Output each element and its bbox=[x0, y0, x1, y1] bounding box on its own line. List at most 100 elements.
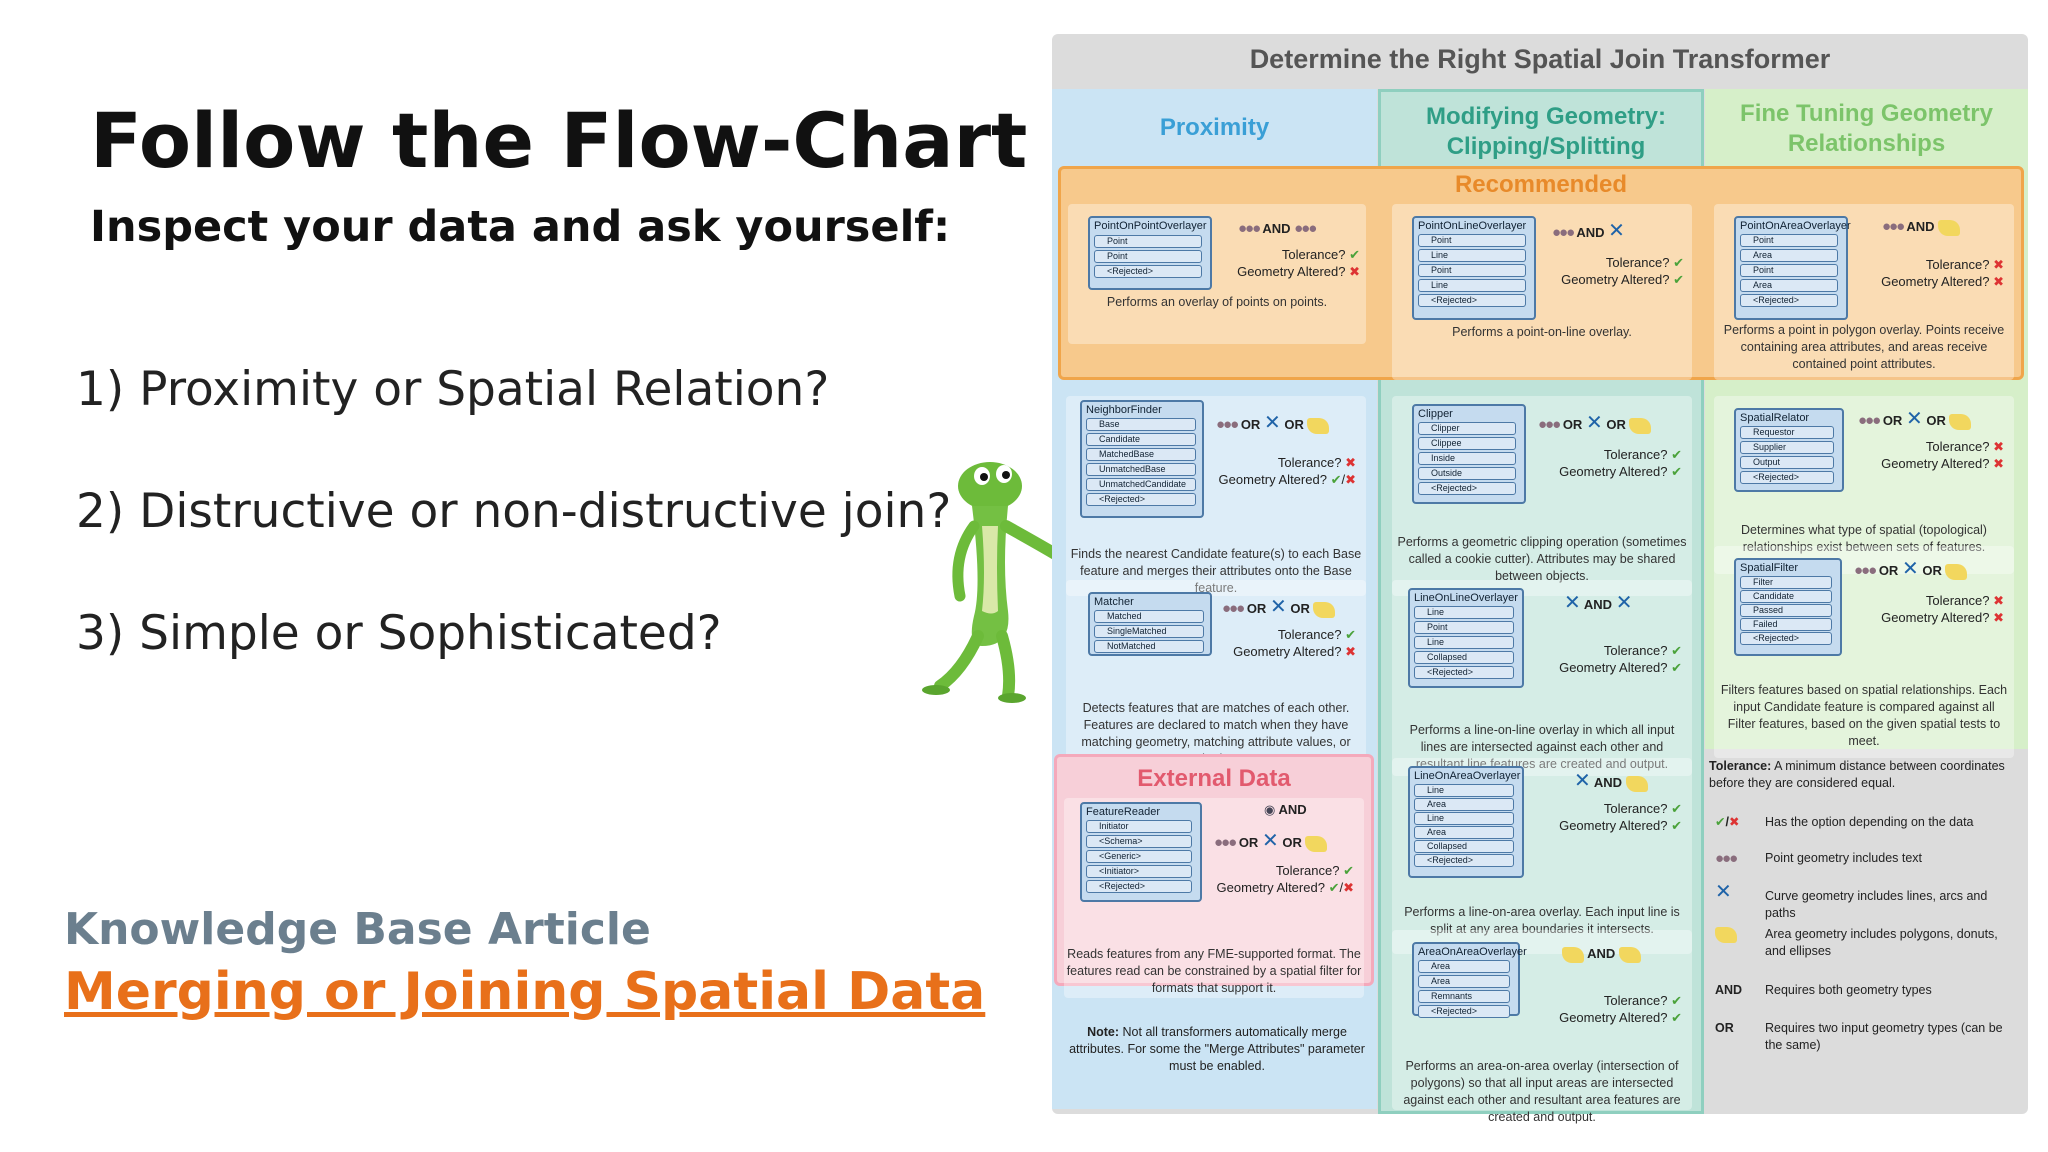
transformer-name: Matcher bbox=[1094, 596, 1134, 608]
transformer-clipper[interactable]: Clipper Clipper Clippee Inside Outside <… bbox=[1412, 404, 1526, 504]
transformer-pointonareaoverlayer[interactable]: PointOnAreaOverlayer Point Area Point Ar… bbox=[1734, 216, 1851, 320]
curve-geometry-icon: ✕ bbox=[1905, 408, 1923, 430]
check-icon: ✔ bbox=[1330, 472, 1342, 487]
check-icon: ✔ bbox=[1349, 247, 1360, 262]
transformer-spatialfilter[interactable]: SpatialFilter Filter Candidate Passed Fa… bbox=[1734, 558, 1842, 656]
point-geometry-icon: ●●● bbox=[1222, 600, 1245, 617]
question-1: 1) Proximity or Spatial Relation? bbox=[76, 362, 830, 417]
port: <Rejected> bbox=[1418, 294, 1526, 307]
port: MatchedBase bbox=[1086, 448, 1196, 461]
tolerance-row: Tolerance? ✔Geometry Altered? ✔ bbox=[1561, 255, 1684, 287]
logic-row: ●●● OR ✕ OR bbox=[1216, 410, 1330, 435]
cross-icon: ✖ bbox=[1345, 455, 1356, 470]
port: Point bbox=[1418, 264, 1526, 277]
kb-article-link[interactable]: Merging or Joining Spatial Data bbox=[64, 962, 986, 1022]
area-geometry-icon bbox=[1945, 563, 1968, 580]
area-geometry-icon bbox=[1305, 835, 1328, 852]
area-geometry-icon bbox=[1715, 926, 1737, 943]
port: Line bbox=[1414, 636, 1514, 649]
transformer-spatialrelator[interactable]: SpatialRelator Requestor Supplier Output… bbox=[1734, 408, 1844, 492]
port: Filter bbox=[1740, 576, 1832, 589]
logic-row: ●●● OR ✕ OR bbox=[1854, 556, 1968, 581]
transformer-featurereader[interactable]: FeatureReader Initiator <Schema> <Generi… bbox=[1080, 802, 1202, 902]
transformer-description: Reads features from any FME-supported fo… bbox=[1066, 947, 1362, 995]
cross-icon: ✖ bbox=[1993, 456, 2004, 471]
transformer-name: SpatialRelator bbox=[1740, 412, 1810, 424]
tolerance-row: Tolerance? ✖Geometry Altered? ✖ bbox=[1881, 593, 2004, 625]
port: Supplier bbox=[1740, 441, 1834, 454]
transformer-description: Performs a line-on-area overlay. Each in… bbox=[1404, 905, 1680, 936]
logic-row: ●●● OR ✕ OR bbox=[1538, 410, 1652, 435]
transformer-pointonlineoverlayer[interactable]: PointOnLineOverlayer Point Line Point Li… bbox=[1412, 216, 1536, 320]
logic-row: ●●● OR ✕ OR bbox=[1214, 828, 1328, 853]
port: Clipper bbox=[1418, 422, 1516, 435]
transformer-matcher[interactable]: Matcher Matched SingleMatched NotMatched bbox=[1088, 592, 1212, 656]
transformer-card-neighborfinder: NeighborFinder Base Candidate MatchedBas… bbox=[1066, 396, 1366, 596]
transformer-card-pointonpoint: PointOnPointOverlayer Point Point <Rejec… bbox=[1068, 204, 1366, 344]
port: Failed bbox=[1740, 618, 1832, 631]
port: Point bbox=[1740, 234, 1838, 247]
tolerance-row: Tolerance? ✖Geometry Altered? ✖ bbox=[1881, 257, 2004, 289]
transformer-pointonpointoverlayer[interactable]: PointOnPointOverlayer Point Point <Rejec… bbox=[1088, 216, 1212, 290]
transformer-neighborfinder[interactable]: NeighborFinder Base Candidate MatchedBas… bbox=[1080, 400, 1204, 518]
curve-geometry-icon: ✕ bbox=[1608, 220, 1625, 242]
column-modifying-header: Modifying Geometry: Clipping/Splitting bbox=[1425, 103, 1666, 160]
cross-icon: ✖ bbox=[1993, 593, 2004, 608]
curve-geometry-icon: ✕ bbox=[1585, 412, 1603, 434]
logic-row-and: ◉ AND bbox=[1264, 802, 1307, 817]
logic-row: ✕ AND bbox=[1574, 768, 1648, 793]
logic-operator: AND bbox=[1262, 221, 1291, 236]
port: Clippee bbox=[1418, 437, 1516, 450]
transformer-card-spatialrelator: SpatialRelator Requestor Supplier Output… bbox=[1714, 396, 2014, 574]
cross-icon: ✖ bbox=[1345, 472, 1356, 487]
point-geometry-icon: ●●● bbox=[1294, 220, 1317, 237]
transformer-card-spatialfilter: SpatialFilter Filter Candidate Passed Fa… bbox=[1714, 546, 2014, 758]
port: UnmatchedCandidate bbox=[1086, 478, 1196, 491]
cross-icon: ✖ bbox=[1345, 644, 1356, 659]
legend-tolerance: Tolerance: A minimum distance between co… bbox=[1709, 759, 2005, 790]
check-icon: ✔ bbox=[1328, 880, 1340, 895]
logic-row: ✕ AND ✕ bbox=[1564, 592, 1633, 614]
transformer-areaonareaoverlayer[interactable]: AreaOnAreaOverlayer Area Area Remnants <… bbox=[1412, 942, 1527, 1018]
tolerance-row: Tolerance? ✔Geometry Altered? ✔/✖ bbox=[1216, 863, 1354, 895]
recommended-band: Recommended bbox=[1058, 166, 2024, 380]
logic-row: ●●● AND ●●● bbox=[1238, 220, 1317, 237]
port: Collapsed bbox=[1414, 840, 1514, 853]
note-text: Note: Not all transformers automatically… bbox=[1069, 1025, 1365, 1073]
cross-icon: ✖ bbox=[1343, 880, 1354, 895]
question-2: 2) Distructive or non-distructive join? bbox=[76, 484, 952, 539]
port: <Schema> bbox=[1086, 835, 1192, 848]
transformer-lineonlineoverlayer[interactable]: LineOnLineOverlayer Line Point Line Coll… bbox=[1408, 588, 1524, 688]
port: Line bbox=[1418, 249, 1526, 262]
port: <Rejected> bbox=[1740, 471, 1834, 484]
port: Requestor bbox=[1740, 426, 1834, 439]
port: SingleMatched bbox=[1094, 625, 1204, 638]
curve-geometry-icon: ✕ bbox=[1574, 770, 1591, 792]
transformer-card-clipper: Clipper Clipper Clippee Inside Outside <… bbox=[1392, 396, 1692, 596]
cross-icon: ✖ bbox=[1993, 274, 2004, 289]
port: Area bbox=[1418, 975, 1510, 988]
transformer-name: LineOnLineOverlayer bbox=[1414, 592, 1518, 604]
port: Output bbox=[1740, 456, 1834, 469]
port: Passed bbox=[1740, 604, 1832, 617]
tolerance-row: Tolerance? ✔Geometry Altered? ✔ bbox=[1559, 447, 1682, 479]
point-geometry-icon: ●●● bbox=[1238, 220, 1261, 237]
port: Area bbox=[1414, 798, 1514, 811]
transformer-card-areaonarea: AreaOnAreaOverlayer Area Area Remnants <… bbox=[1392, 930, 1692, 1124]
logic-row: ●●● AND bbox=[1882, 218, 1961, 236]
cross-icon: ✖ bbox=[1349, 264, 1360, 279]
cross-icon: ✖ bbox=[1993, 257, 2004, 272]
port: <Rejected> bbox=[1094, 265, 1202, 278]
curve-geometry-icon: ✕ bbox=[1901, 558, 1919, 580]
transformer-name: NeighborFinder bbox=[1086, 404, 1162, 416]
transformer-lineonareaoverlayer[interactable]: LineOnAreaOverlayer Line Area Line Area … bbox=[1408, 766, 1524, 878]
check-icon: ✔ bbox=[1673, 272, 1684, 287]
tolerance-row: Tolerance? ✔Geometry Altered? ✖ bbox=[1233, 627, 1356, 659]
check-icon: ✔ bbox=[1673, 255, 1684, 270]
logic-row: ●●● OR ✕ OR bbox=[1858, 406, 1972, 431]
port: Base bbox=[1086, 418, 1196, 431]
transformer-card-featurereader: FeatureReader Initiator <Schema> <Generi… bbox=[1064, 798, 1364, 998]
area-geometry-icon bbox=[1949, 413, 1972, 430]
area-geometry-icon bbox=[1562, 946, 1584, 963]
tolerance-row: Tolerance? ✔Geometry Altered? ✔ bbox=[1559, 801, 1682, 833]
